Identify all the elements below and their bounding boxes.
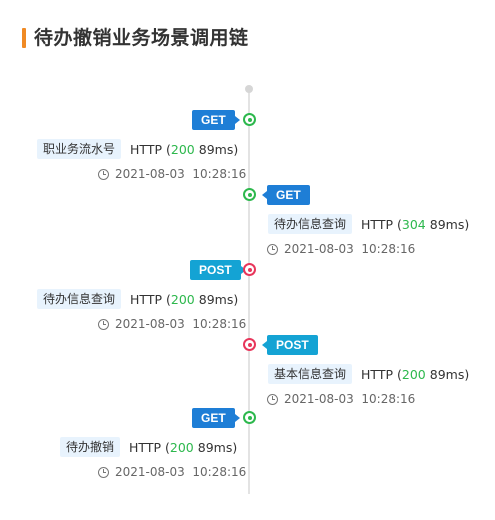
call-info: 职业务流水号 HTTP (200 89ms) (37, 138, 238, 160)
timestamp-date: 2021-08-03 (284, 242, 354, 256)
method-badge-get[interactable]: GET (192, 408, 240, 428)
page-title: 待办撤销业务场景调用链 (34, 27, 249, 49)
method-badge-post[interactable]: POST (262, 335, 318, 355)
status-code: 200 (170, 141, 195, 157)
timestamp: 2021-08-03 10:28:16 (98, 464, 246, 480)
timestamp: 2021-08-03 10:28:16 (267, 391, 415, 407)
timestamp-date: 2021-08-03 (115, 317, 185, 331)
status-code: 304 (401, 216, 426, 232)
timeline-node[interactable] (243, 188, 256, 201)
timestamp-time: 10:28:16 (361, 392, 416, 406)
method-badge-get[interactable]: GET (262, 185, 310, 205)
timestamp: 2021-08-03 10:28:16 (267, 241, 415, 257)
timeline-start-dot (245, 85, 253, 93)
call-info: 待办信息查询 HTTP (200 89ms) (37, 288, 238, 310)
timeline-node[interactable] (243, 338, 256, 351)
timestamp-date: 2021-08-03 (115, 167, 185, 181)
method-badge-get[interactable]: GET (192, 110, 240, 130)
service-tag[interactable]: 职业务流水号 (37, 139, 122, 159)
clock-icon (98, 168, 109, 180)
call-info: 待办信息查询 HTTP (304 89ms) (268, 213, 469, 235)
duration: 89ms (429, 216, 465, 232)
timeline-axis (248, 88, 250, 494)
timestamp-time: 10:28:16 (192, 317, 247, 331)
timestamp-time: 10:28:16 (192, 465, 247, 479)
clock-icon (98, 318, 109, 330)
call-info: 基本信息查询 HTTP (200 89ms) (268, 363, 469, 385)
timestamp: 2021-08-03 10:28:16 (98, 166, 246, 182)
timestamp-time: 10:28:16 (192, 167, 247, 181)
status-code: 200 (169, 439, 194, 455)
timeline-node[interactable] (243, 113, 256, 126)
protocol-label: HTTP (361, 366, 394, 382)
clock-icon (267, 393, 278, 405)
duration: 89ms (198, 141, 234, 157)
duration: 89ms (198, 291, 234, 307)
service-tag[interactable]: 基本信息查询 (268, 364, 353, 384)
clock-icon (98, 466, 109, 478)
protocol-label: HTTP (130, 141, 163, 157)
timeline-node[interactable] (243, 411, 256, 424)
method-badge-post[interactable]: POST (190, 260, 246, 280)
clock-icon (267, 243, 278, 255)
protocol-label: HTTP (129, 439, 162, 455)
duration: 89ms (197, 439, 233, 455)
service-tag[interactable]: 待办撤销 (60, 437, 121, 457)
timestamp-date: 2021-08-03 (284, 392, 354, 406)
title-accent-bar (22, 28, 26, 48)
duration: 89ms (429, 366, 465, 382)
status-code: 200 (401, 366, 426, 382)
timestamp-time: 10:28:16 (361, 242, 416, 256)
timeline-node[interactable] (243, 263, 256, 276)
timestamp: 2021-08-03 10:28:16 (98, 316, 246, 332)
protocol-label: HTTP (361, 216, 394, 232)
status-code: 200 (170, 291, 195, 307)
timestamp-date: 2021-08-03 (115, 465, 185, 479)
service-tag[interactable]: 待办信息查询 (268, 214, 353, 234)
call-info: 待办撤销 HTTP (200 89ms) (60, 436, 237, 458)
service-tag[interactable]: 待办信息查询 (37, 289, 122, 309)
protocol-label: HTTP (130, 291, 163, 307)
